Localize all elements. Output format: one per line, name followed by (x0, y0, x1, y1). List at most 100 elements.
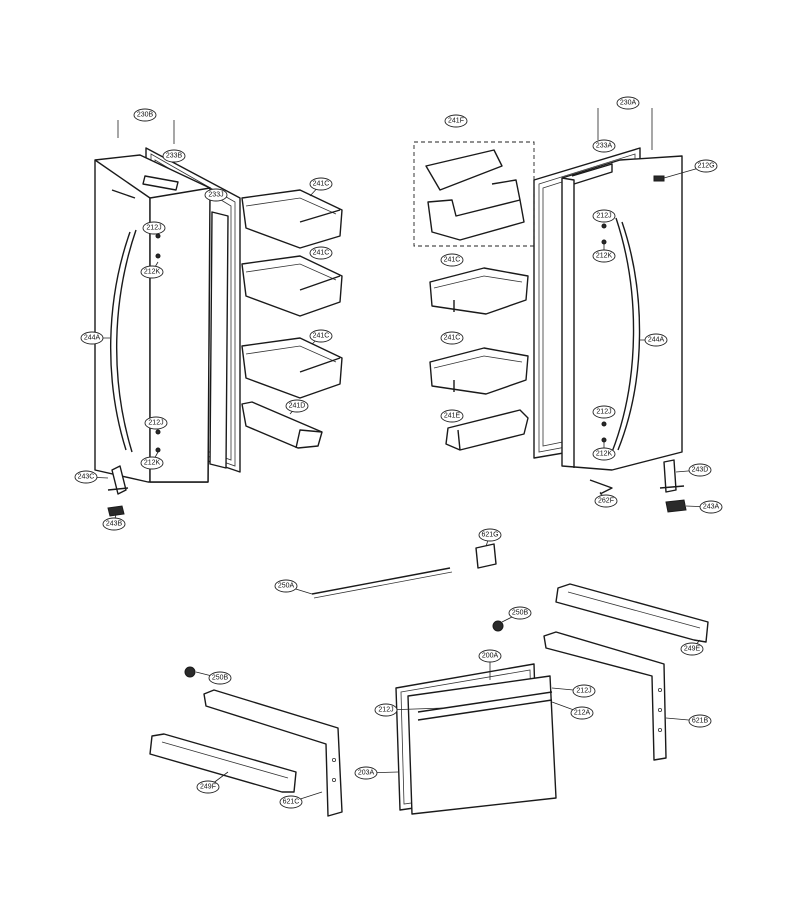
callout-c249e: 249E (680, 639, 704, 656)
callout-oval (80, 331, 104, 345)
left-door-bin-small (241, 401, 323, 449)
callout-c241d: 241D (285, 399, 309, 415)
callout-c233b: 233B (162, 149, 186, 163)
callout-oval (309, 177, 333, 191)
callout-label: 250B (212, 675, 229, 682)
callout-c243d: 243D (675, 463, 712, 477)
callout-oval (592, 249, 616, 263)
callout-label: 241E (444, 413, 461, 420)
callout-c241f: 241F (444, 114, 468, 128)
callout-c241c_3: 241C (309, 329, 333, 345)
right-door-bin-2 (429, 347, 529, 395)
callout-c230a: 230A (597, 96, 653, 150)
callout-label: 212J (148, 420, 163, 427)
dairy-bin-assembly (413, 141, 535, 247)
callout-c212k_tr: 212K (592, 244, 616, 263)
roller-right (492, 620, 504, 632)
callout-c241c_1: 241C (309, 177, 333, 197)
roller-left (184, 666, 196, 678)
callout-c200a: 200A (478, 649, 502, 680)
callout-c241c_4: 241C (440, 253, 464, 267)
callout-oval (592, 139, 616, 153)
callout-c212j_dr: 212J (551, 684, 596, 698)
callout-c212g: 212G (663, 159, 718, 179)
callout-label: 230A (620, 100, 637, 107)
callout-oval (699, 500, 723, 514)
left-door-dike-strip (209, 211, 229, 469)
right-door-panel (561, 155, 683, 471)
right-drawer-rail (555, 583, 709, 643)
callout-c621g: 621G (478, 528, 502, 547)
callout-c212j_bl: 212J (144, 416, 168, 430)
callout-label: 212J (596, 213, 611, 220)
callout-oval (688, 714, 712, 728)
callout-label: 212J (378, 707, 393, 714)
callout-label: 249F (200, 784, 216, 791)
callout-oval (204, 188, 228, 202)
callout-c233j: 233J (204, 188, 228, 202)
callout-label: 244A (648, 337, 665, 344)
left-door-handle (110, 229, 137, 453)
right-door-handle (611, 217, 641, 453)
callout-c212k_bl: 212K (140, 451, 164, 470)
right-door-bin-small (445, 409, 529, 451)
callout-c250b_r: 250B (501, 606, 532, 623)
callout-oval (274, 579, 298, 593)
callout-label: 212K (596, 253, 613, 260)
callout-oval (644, 333, 668, 347)
callout-c262f: 262F (594, 491, 618, 508)
callout-oval (140, 265, 164, 279)
callout-c212j_br: 212J (592, 405, 616, 419)
callout-oval (508, 606, 532, 620)
callout-label: 241C (313, 250, 330, 257)
callout-label: 241F (448, 118, 464, 125)
left-hinge-bracket (107, 465, 129, 495)
callout-c621c: 621C (279, 791, 323, 809)
callout-label: 241C (313, 181, 330, 188)
callout-c244a_l: 244A (80, 331, 110, 345)
callout-c212k_br: 212K (592, 442, 616, 461)
callout-oval (478, 528, 502, 542)
drawer-panel (407, 675, 557, 815)
callout-oval (444, 114, 468, 128)
callout-c233a: 233A (592, 139, 616, 153)
callout-c212a: 212A (551, 701, 594, 720)
callout-oval (592, 447, 616, 461)
callout-c212j_dl: 212J (374, 703, 445, 717)
callout-c241e: 241E (440, 409, 464, 423)
callout-c243b: 243B (102, 513, 126, 531)
callout-oval (688, 463, 712, 477)
callout-c203a: 203A (354, 766, 399, 780)
callout-label: 243A (703, 504, 720, 511)
callout-label: 212A (574, 710, 591, 717)
callout-oval (285, 399, 309, 413)
callout-label: 621B (692, 718, 709, 725)
callout-label: 230B (137, 112, 154, 119)
callout-c244a_r: 244A (640, 333, 668, 347)
callout-label: 621G (481, 532, 498, 539)
callout-c243c: 243C (74, 470, 109, 484)
callout-c250a: 250A (274, 579, 313, 595)
callout-label: 212K (144, 269, 161, 276)
callout-label: 262F (598, 498, 614, 505)
left-drawer-rail (149, 733, 297, 793)
callout-oval (694, 159, 718, 173)
callout-oval (572, 684, 596, 698)
left-drawer-arm (203, 689, 343, 817)
drawer-rod (311, 567, 453, 599)
callout-oval (354, 766, 378, 780)
callout-label: 250A (278, 583, 295, 590)
callout-c241c_5: 241C (440, 331, 464, 345)
callout-oval (592, 209, 616, 223)
callout-label: 212J (576, 688, 591, 695)
callout-label: 241C (313, 333, 330, 340)
callout-oval (142, 221, 166, 235)
right-hinge-bracket (659, 459, 685, 493)
callout-c212j_tr: 212J (592, 209, 616, 223)
callout-c212j_tl: 212J (142, 221, 166, 235)
callout-oval (594, 494, 618, 508)
callout-label: 212K (596, 451, 613, 458)
callout-label: 241C (444, 257, 461, 264)
callout-oval (616, 96, 640, 110)
